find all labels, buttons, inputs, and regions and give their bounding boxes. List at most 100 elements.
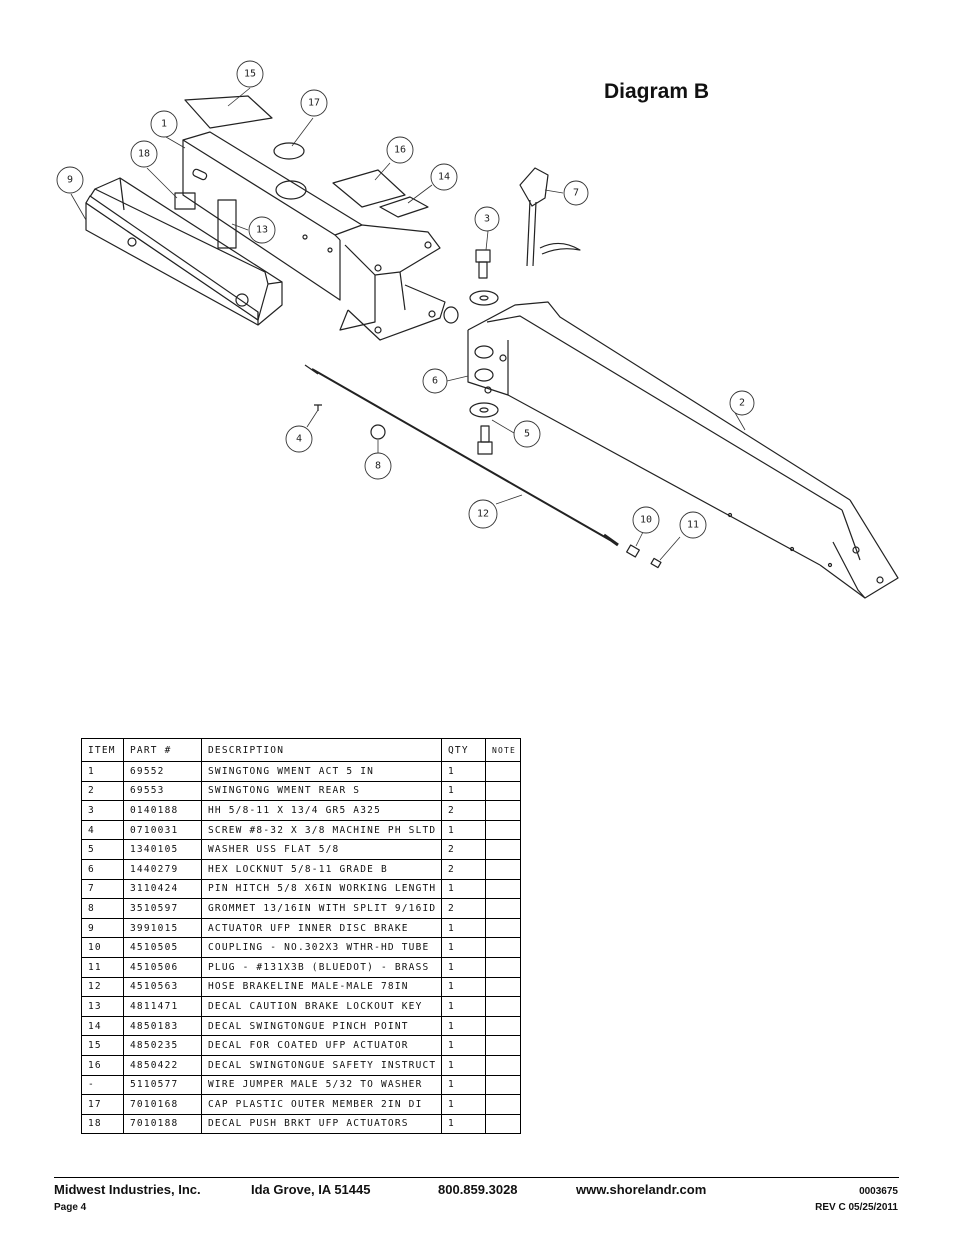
brake-hose-part [311, 368, 611, 541]
cell-note [485, 761, 521, 782]
callout-6: 6 [432, 376, 438, 387]
header-item: ITEM [81, 738, 124, 762]
footer-divider [54, 1177, 899, 1178]
callout-9: 9 [67, 175, 73, 186]
cell-note [485, 1094, 521, 1115]
cell-qty: 1 [441, 1094, 486, 1115]
cap-17-part [273, 142, 305, 160]
cell-qty: 2 [441, 898, 486, 919]
cell-part-number: 69552 [123, 761, 202, 782]
cell-item: 4 [81, 819, 124, 841]
cell-qty: 1 [441, 917, 486, 939]
footer-page: Page 4 [54, 1202, 87, 1213]
callout-13: 13 [256, 225, 268, 236]
cell-note [485, 780, 521, 802]
cell-part-number: 4510563 [123, 976, 202, 998]
cell-item: 15 [81, 1035, 124, 1056]
washer-part [469, 290, 499, 306]
cell-qty: 1 [441, 1074, 486, 1096]
callout-15: 15 [244, 69, 256, 80]
cell-item: 14 [81, 1015, 124, 1037]
cell-qty: 1 [441, 937, 486, 958]
cell-item: 8 [81, 898, 124, 919]
callout-16: 16 [394, 145, 406, 156]
cell-part-number: 4850422 [123, 1054, 202, 1076]
actuator-part [85, 177, 283, 326]
cell-item: 17 [81, 1094, 124, 1115]
locknut-part [474, 345, 494, 382]
grommet-part [443, 306, 459, 324]
cell-part-number: 69553 [123, 780, 202, 802]
cell-description: PLUG - #131X3B (BLUEDOT) - BRASS [201, 956, 442, 978]
cell-note [485, 976, 521, 998]
cell-description: DECAL SWINGTONGUE SAFETY INSTRUCT [201, 1054, 442, 1076]
callout-2: 2 [739, 398, 745, 409]
cell-part-number: 4510505 [123, 937, 202, 958]
cell-item: 16 [81, 1054, 124, 1076]
cell-item: 3 [81, 800, 124, 821]
cell-description: PIN HITCH 5/8 X6IN WORKING LENGTH [201, 878, 442, 900]
hitch-pin-part [519, 167, 581, 267]
footer-phone: 800.859.3028 [438, 1182, 518, 1197]
cell-part-number: 1440279 [123, 858, 202, 880]
header-description: DESCRIPTION [201, 738, 442, 762]
cell-part-number: 4850183 [123, 1015, 202, 1037]
callout-18: 18 [138, 149, 150, 160]
cell-description: HH 5/8-11 X 13/4 GR5 A325 [201, 800, 442, 821]
cell-note [485, 800, 521, 821]
callout-11: 11 [687, 520, 699, 531]
decal-13-part [217, 199, 237, 249]
bolt-part [475, 249, 493, 455]
coupling-part [626, 544, 640, 558]
cell-note [485, 1113, 521, 1135]
callout-10: 10 [640, 515, 652, 526]
cell-description: SWINGTONG WMENT REAR S [201, 780, 442, 802]
cell-note [485, 1074, 521, 1096]
cell-qty: 1 [441, 878, 486, 900]
cell-qty: 1 [441, 1015, 486, 1037]
decal-16-part [332, 169, 406, 208]
callout-14: 14 [438, 172, 450, 183]
table-header-row: ITEM PART # DESCRIPTION QTY NOTE [81, 738, 521, 762]
cell-qty: 1 [441, 976, 486, 998]
cell-description: DECAL SWINGTONGUE PINCH POINT [201, 1015, 442, 1037]
cell-note [485, 839, 521, 860]
cell-item: 12 [81, 976, 124, 998]
callout-8: 8 [375, 461, 381, 472]
cell-qty: 2 [441, 800, 486, 821]
cell-note [485, 878, 521, 900]
cell-note [485, 956, 521, 978]
callout-7: 7 [573, 188, 579, 199]
cell-qty: 2 [441, 839, 486, 860]
cell-item: 10 [81, 937, 124, 958]
callout-1: 1 [161, 119, 167, 130]
cell-part-number: 7010188 [123, 1113, 202, 1135]
footer-website: www.shorelandr.com [576, 1182, 707, 1197]
cell-note [485, 858, 521, 880]
cell-description: HOSE BRAKELINE MALE-MALE 78IN [201, 976, 442, 998]
cell-note [485, 819, 521, 841]
footer-revision: REV C 05/25/2011 [815, 1202, 898, 1213]
cell-part-number: 0140188 [123, 800, 202, 821]
cell-item: 9 [81, 917, 124, 939]
cell-item: 18 [81, 1113, 124, 1135]
cell-description: CAP PLASTIC OUTER MEMBER 2IN DI [201, 1094, 442, 1115]
footer-city: Ida Grove, IA 51445 [251, 1182, 371, 1197]
cell-note [485, 937, 521, 958]
cell-note [485, 1054, 521, 1076]
cell-item: 11 [81, 956, 124, 978]
footer-doc-number: 0003675 [859, 1186, 898, 1197]
